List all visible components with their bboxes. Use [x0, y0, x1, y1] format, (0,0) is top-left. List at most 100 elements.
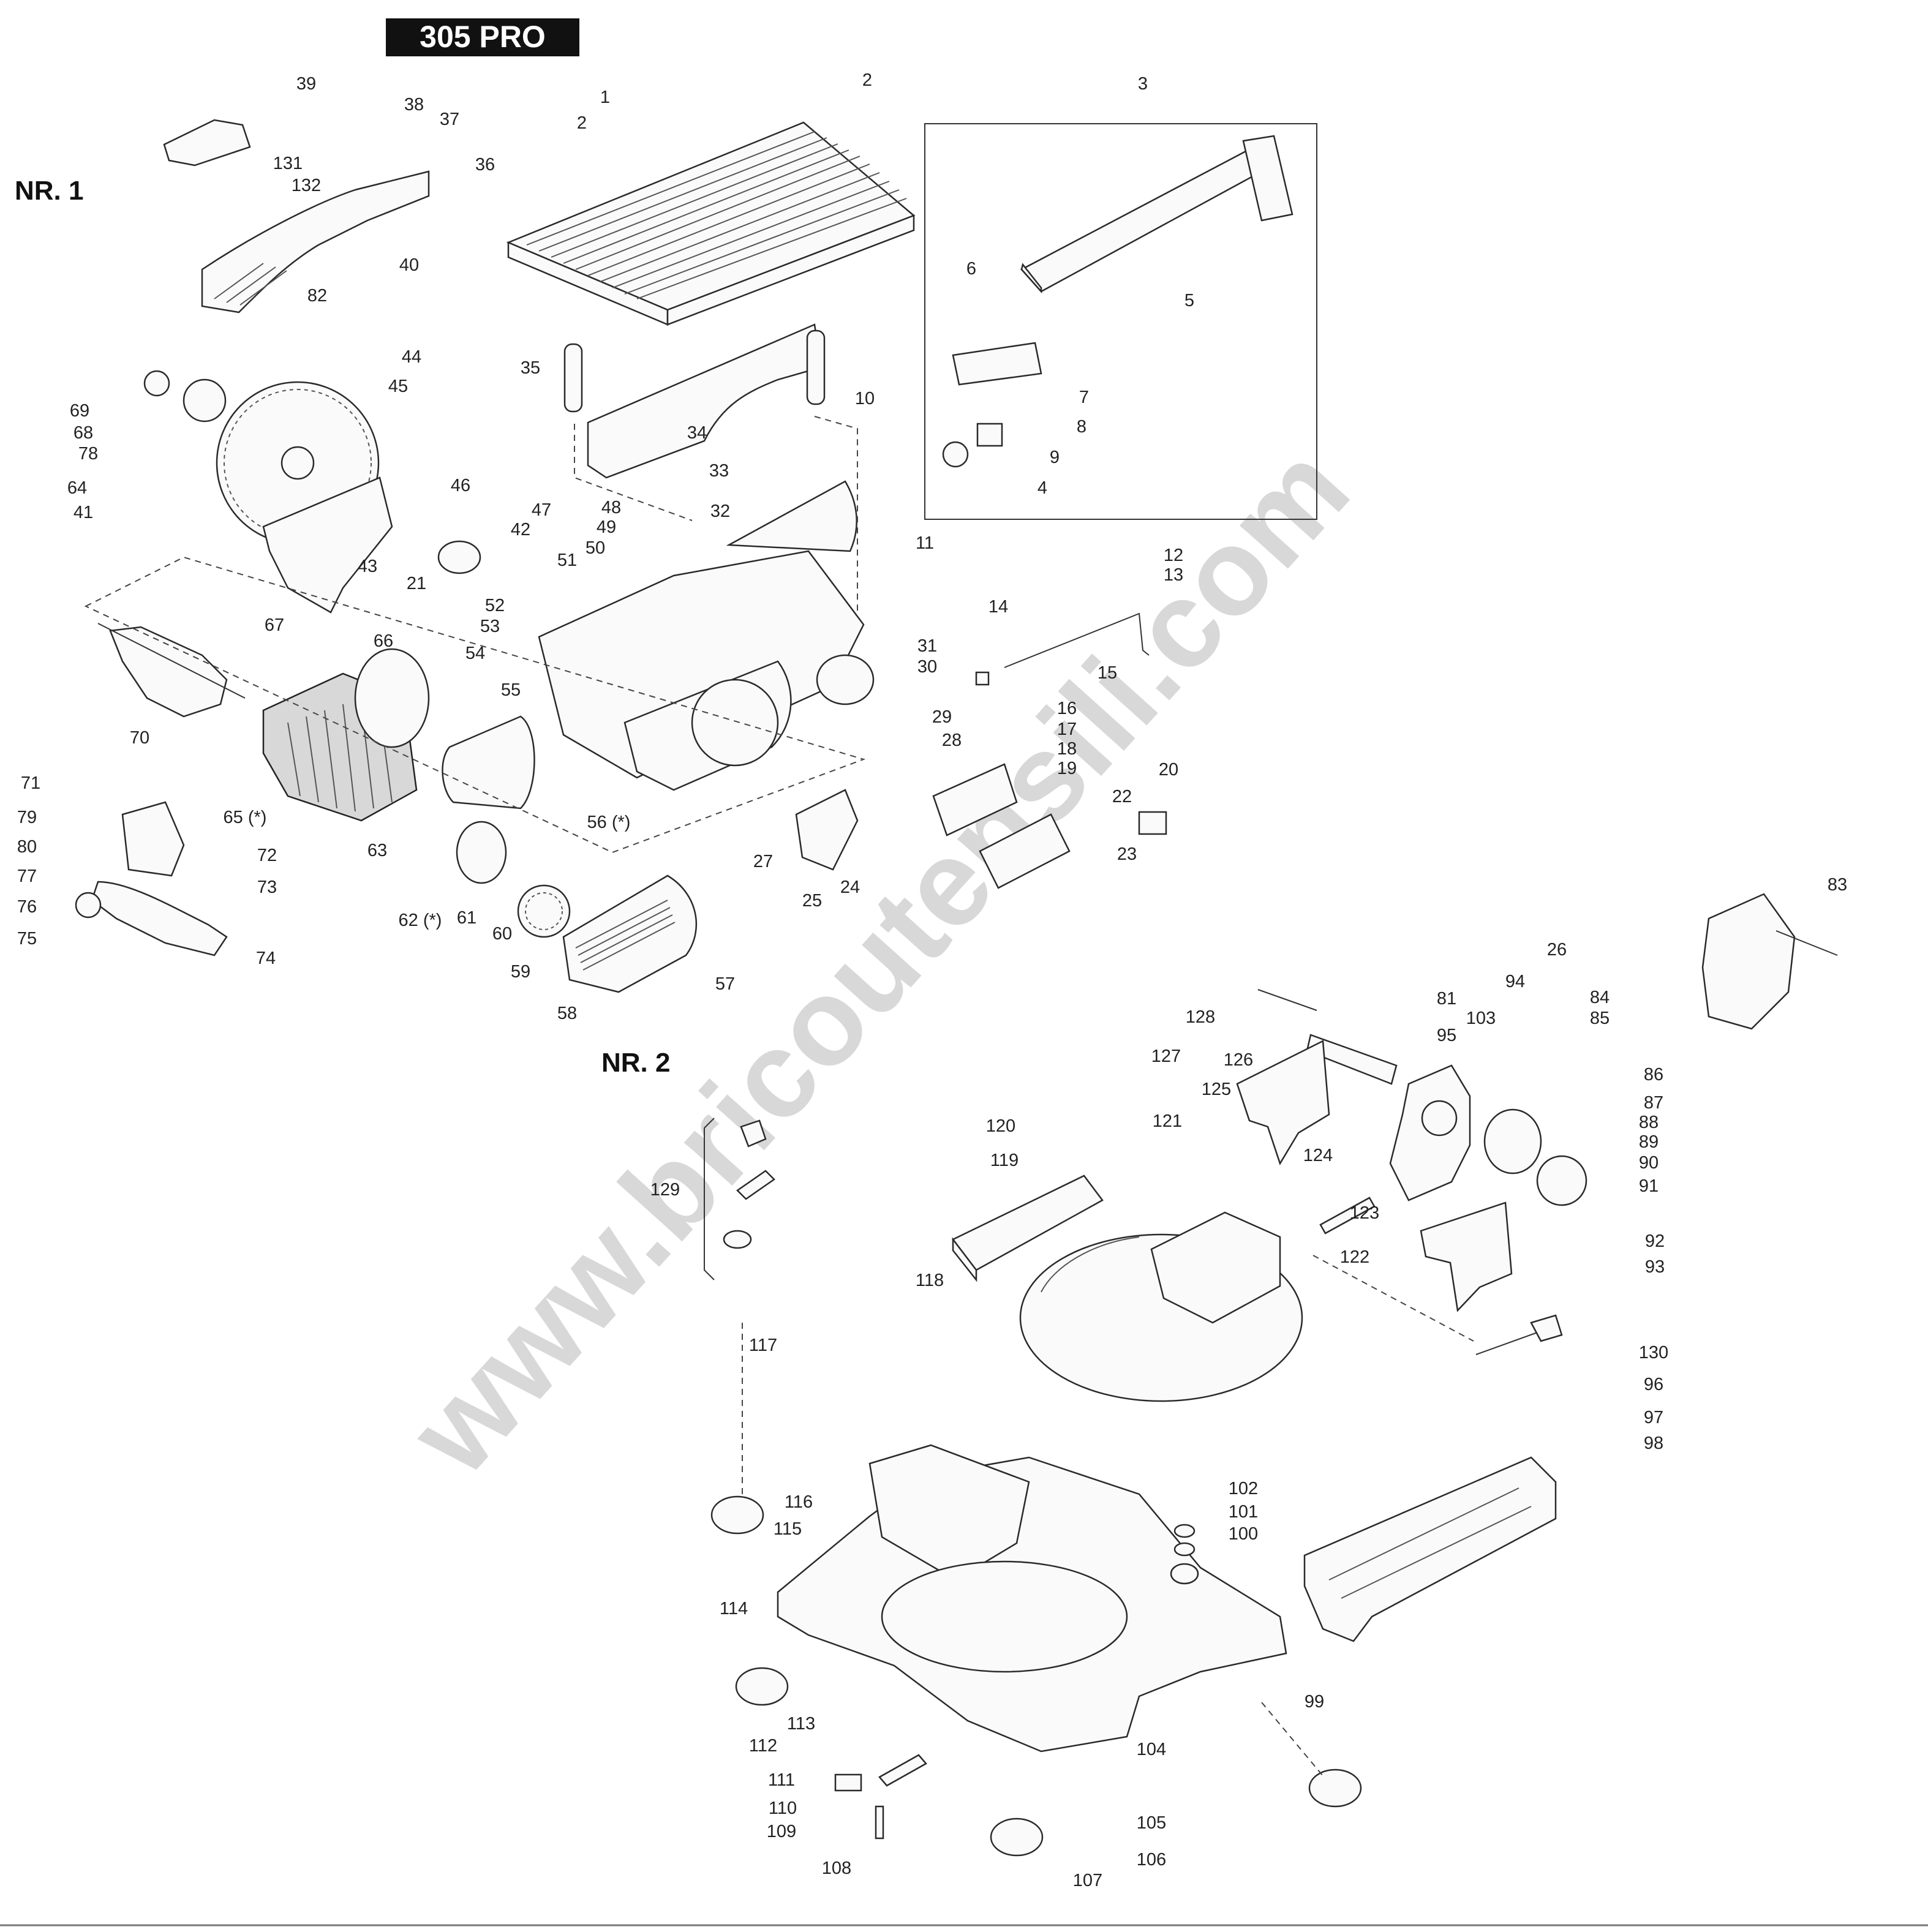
part-number-label: 95 [1437, 1026, 1456, 1045]
part-number-label: 86 [1644, 1065, 1663, 1084]
part-92-bracket-plate [1420, 1201, 1513, 1312]
part-number-label: 75 [17, 929, 37, 949]
part-number-label: 111 [768, 1770, 795, 1790]
part-number-label: 76 [17, 897, 37, 917]
armature-shaft [97, 623, 246, 699]
part-98-table-extension [1303, 1456, 1557, 1642]
part-number-label: 57 [715, 974, 735, 994]
section-label-nr1: NR. 1 [15, 176, 83, 206]
part-number-label: 93 [1645, 1257, 1665, 1277]
part-76-knob [75, 892, 102, 919]
part-number-label: 87 [1644, 1093, 1663, 1113]
part-number-label: 26 [1547, 940, 1567, 960]
part-number-label: 114 [720, 1599, 748, 1618]
part-number-label: 131 [273, 154, 303, 173]
fan-blades [525, 892, 563, 930]
part-105-detent-lever [878, 1754, 927, 1787]
part-number-label: 36 [475, 155, 495, 175]
part-number-label: 14 [988, 597, 1008, 617]
part-70-armature [109, 626, 228, 718]
part-11-blade-cover [726, 480, 857, 552]
part-number-label: 59 [511, 962, 530, 982]
part-number-label: 109 [767, 1822, 796, 1841]
assembly-line-c [84, 556, 866, 854]
part-number-label: 31 [917, 636, 937, 656]
part-number-label: 29 [932, 707, 952, 727]
part-number-label: 28 [942, 731, 962, 750]
part-number-label: 73 [257, 878, 277, 897]
part-number-label: 35 [521, 358, 540, 378]
base-foot-4 [1308, 1768, 1362, 1808]
part-number-label: 94 [1505, 972, 1525, 991]
part-number-label: 97 [1644, 1408, 1663, 1427]
part-number-label: 100 [1229, 1524, 1258, 1544]
part-number-label: 15 [1098, 663, 1117, 683]
part-number-label: 13 [1164, 565, 1183, 585]
part-number-label: 110 [769, 1799, 797, 1818]
section-label-nr2: NR. 2 [601, 1048, 670, 1078]
part-number-label: 82 [307, 286, 327, 306]
part-35-column [563, 343, 583, 413]
part-number-label: 3 [1138, 74, 1148, 94]
part-number-label: 54 [465, 644, 485, 663]
part-number-label: 91 [1639, 1176, 1659, 1196]
part-39-cover-plate [163, 119, 251, 167]
lock-lever [736, 1170, 775, 1200]
part-number-label: 2 [577, 113, 587, 133]
part-number-label: 106 [1137, 1850, 1166, 1870]
part-number-label: 39 [296, 74, 316, 94]
fence-end-block [1242, 135, 1293, 222]
turntable-arm-mount [1150, 1211, 1281, 1324]
base-foot-3 [990, 1817, 1044, 1857]
part-number-label: 56 (*) [587, 813, 631, 832]
part-number-label: 43 [358, 557, 377, 576]
part-number-label: 42 [511, 520, 530, 539]
part-110-detent-button [834, 1773, 862, 1792]
part-55-capacitor [442, 715, 535, 810]
part-number-label: 92 [1645, 1231, 1665, 1251]
part-number-label: 120 [986, 1116, 1015, 1136]
part-62-plate [456, 821, 507, 884]
saw-blade-hub [281, 446, 315, 480]
lower-blade-guard [262, 476, 393, 614]
part-number-label: 116 [785, 1492, 813, 1512]
part-number-label: 83 [1828, 875, 1847, 895]
part-number-label: 105 [1137, 1813, 1166, 1833]
part-10-column [806, 329, 826, 405]
part-number-label: 49 [597, 517, 616, 537]
part-number-label: 102 [1229, 1479, 1258, 1498]
part-number-label: 78 [78, 444, 98, 464]
part-number-label: 40 [399, 255, 419, 275]
housing-motor-ring [691, 678, 779, 767]
part-number-label: 74 [256, 949, 276, 968]
part-number-label: 24 [840, 878, 860, 897]
part-42-bearing [437, 540, 481, 574]
lock-knob [740, 1119, 767, 1148]
part-34-table-bracket [587, 323, 822, 479]
part-81-pivot-shaft [1306, 1034, 1398, 1085]
part-number-label: 101 [1229, 1502, 1258, 1522]
part-number-label: 115 [774, 1519, 802, 1539]
part-number-label: 23 [1117, 844, 1137, 864]
part-number-label: 67 [265, 615, 284, 635]
part-number-label: 79 [17, 808, 37, 827]
part-number-label: 121 [1153, 1111, 1182, 1131]
part-number-label: 117 [749, 1336, 777, 1355]
fence-support-face [952, 1237, 977, 1282]
part-66-motor-cap [354, 648, 430, 748]
part-9-clamp-plate [976, 423, 1003, 447]
part-number-label: 11 [916, 533, 934, 553]
part-number-label: 112 [749, 1736, 777, 1756]
saw-table-grooves [526, 131, 907, 299]
part-129-group-bracket [704, 1118, 715, 1280]
saw-table-side-edge [666, 214, 915, 326]
part-22-switch-box [979, 813, 1071, 889]
part-number-label: 1 [600, 88, 610, 107]
part-number-label: 38 [404, 95, 424, 115]
part-26-bolt [1257, 989, 1317, 1011]
part-102-washer [1173, 1524, 1196, 1538]
part-78-flange [183, 378, 227, 423]
part-number-label: 60 [492, 924, 512, 944]
